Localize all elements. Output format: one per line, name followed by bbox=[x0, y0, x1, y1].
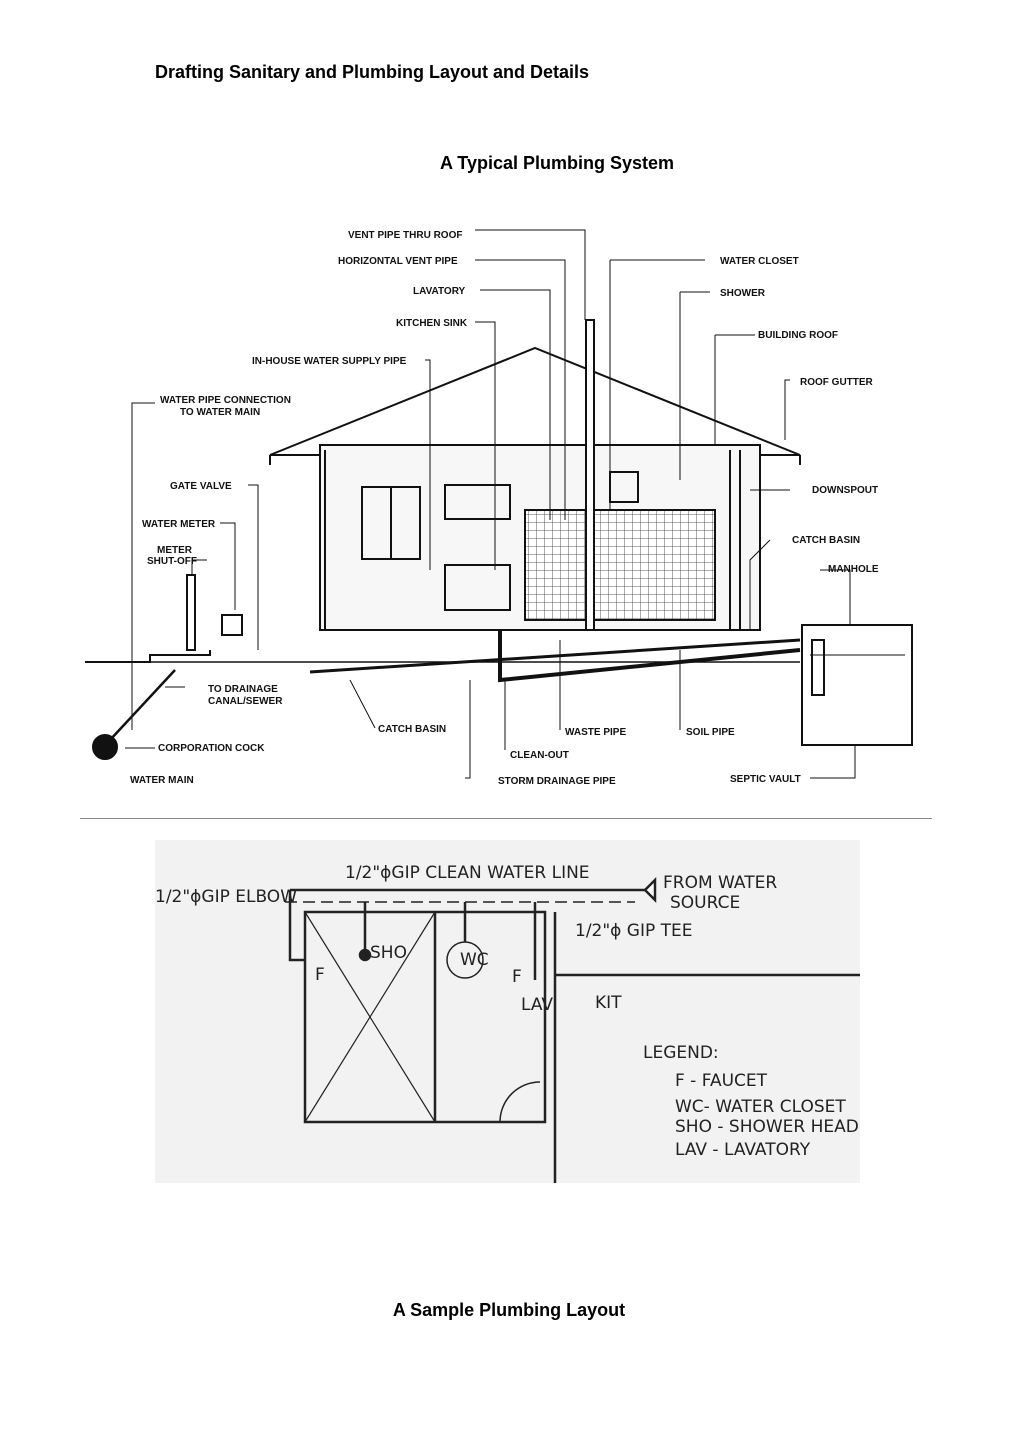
label-storm-drainage-pipe: STORM DRAINAGE PIPE bbox=[498, 776, 616, 787]
label-roof-gutter: ROOF GUTTER bbox=[800, 377, 874, 388]
figure1-title: A Typical Plumbing System bbox=[439, 153, 675, 173]
sketch-label-kit: KIT bbox=[595, 993, 622, 1013]
window-kitchen bbox=[444, 484, 511, 520]
bathroom-room bbox=[303, 910, 547, 1124]
label-septic-vault: SEPTIC VAULT bbox=[730, 774, 801, 785]
sketch-label-wc: WC bbox=[460, 950, 489, 970]
building-roof-shape bbox=[269, 346, 801, 456]
label-water-closet: WATER CLOSET bbox=[720, 256, 799, 267]
vent-stack bbox=[585, 319, 595, 631]
label-soil-pipe: SOIL PIPE bbox=[686, 727, 735, 738]
label-water-meter: WATER METER bbox=[142, 519, 216, 530]
label-water-main: WATER MAIN bbox=[130, 775, 194, 786]
label-horizontal-vent-pipe: HORIZONTAL VENT PIPE bbox=[338, 256, 458, 267]
plumbing-layout-sketch: 1/2"ϕGIP ELBOW 1/2"ϕGIP CLEAN WATER LINE… bbox=[155, 840, 860, 1183]
label-meter: METER bbox=[157, 545, 193, 556]
sketch-label-from-water: FROM WATER bbox=[663, 873, 777, 893]
label-canal-sewer: CANAL/SEWER bbox=[208, 696, 283, 707]
sketch-label-lav: LAV bbox=[521, 995, 553, 1015]
legend-item: SHO - SHOWER HEAD bbox=[675, 1117, 859, 1137]
plumbing-system-diagram: VENT PIPE THRU ROOF HORIZONTAL VENT PIPE… bbox=[85, 229, 913, 787]
label-building-roof: BUILDING ROOF bbox=[758, 330, 838, 341]
kitchen-cabinet bbox=[444, 564, 511, 611]
label-manhole: MANHOLE bbox=[828, 564, 879, 575]
legend-item: WC- WATER CLOSET bbox=[675, 1097, 846, 1117]
label-kitchen-sink: KITCHEN SINK bbox=[396, 318, 468, 329]
label-catch-basin-bottom: CATCH BASIN bbox=[378, 724, 446, 735]
document-heading: Drafting Sanitary and Plumbing Layout an… bbox=[155, 62, 590, 82]
sketch-label-source: SOURCE bbox=[670, 893, 740, 913]
sketch-label-clean-water-line: 1/2"ϕGIP CLEAN WATER LINE bbox=[345, 863, 590, 883]
sketch-label-sho: SHO bbox=[370, 943, 407, 963]
label-vent-pipe-thru-roof: VENT PIPE THRU ROOF bbox=[348, 230, 462, 241]
sketch-label-f: F bbox=[315, 965, 325, 985]
figure-divider bbox=[80, 818, 932, 819]
sketch-label-elbow: 1/2"ϕGIP ELBOW bbox=[155, 887, 297, 907]
label-corporation-cock: CORPORATION COCK bbox=[158, 743, 265, 754]
label-clean-out: CLEAN-OUT bbox=[510, 750, 569, 761]
label-downspout: DOWNSPOUT bbox=[812, 485, 878, 496]
label-gate-valve: GATE VALVE bbox=[170, 481, 232, 492]
figure2-title: A Sample Plumbing Layout bbox=[392, 1300, 626, 1320]
label-to-drainage: TO DRAINAGE bbox=[208, 684, 278, 695]
legend-item: LAV - LAVATORY bbox=[675, 1140, 811, 1160]
label-waste-pipe: WASTE PIPE bbox=[565, 727, 626, 738]
label-water-pipe-connection: WATER PIPE CONNECTION bbox=[160, 395, 291, 406]
septic-vault bbox=[801, 624, 913, 746]
label-shut-off: SHUT-OFF bbox=[147, 556, 197, 567]
label-shower: SHOWER bbox=[720, 288, 766, 299]
sketch-label-tee: 1/2"ϕ GIP TEE bbox=[575, 921, 693, 941]
legend-item: F - FAUCET bbox=[675, 1071, 768, 1091]
label-lavatory: LAVATORY bbox=[413, 286, 466, 297]
bathroom-tile-wall bbox=[524, 509, 716, 621]
sketch-label-f2: F bbox=[512, 967, 522, 987]
label-in-house-water-supply: IN-HOUSE WATER SUPPLY PIPE bbox=[252, 356, 407, 367]
legend-title: LEGEND: bbox=[643, 1043, 719, 1063]
label-to-water-main: TO WATER MAIN bbox=[180, 407, 260, 418]
label-catch-basin-right: CATCH BASIN bbox=[792, 535, 860, 546]
